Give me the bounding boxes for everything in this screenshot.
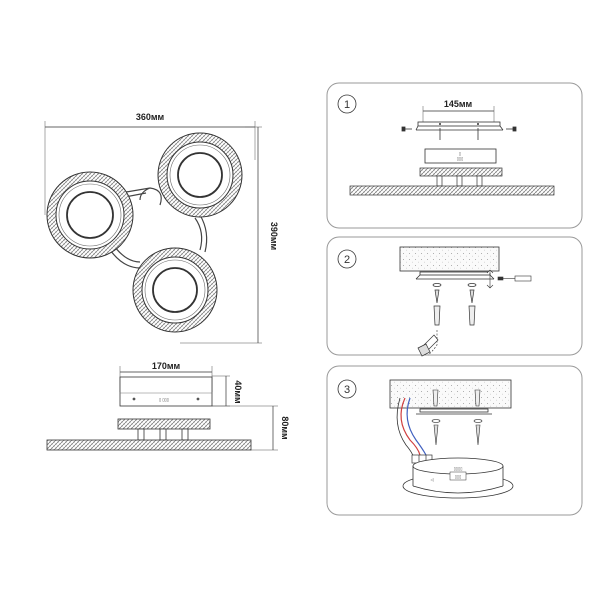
support-rods (137, 428, 189, 441)
step-number-1: 1 (344, 99, 350, 111)
step-number-3: 3 (344, 384, 350, 396)
lamp-base-disc: ▯▯▯ ◁ ▯▯▯▯ (402, 457, 514, 499)
height-label: 390мм (269, 222, 279, 251)
base-height-label: 40мм (233, 380, 243, 404)
step-badge-2 (337, 249, 357, 269)
step1-dim-label: 145мм (444, 99, 473, 109)
svg-text:▯: ▯ (459, 151, 461, 156)
screw-and-dowel-icon (432, 283, 477, 326)
step-panel-3: 3 (326, 365, 583, 516)
lamp-ring-bottom (132, 247, 218, 333)
screw-icon (401, 126, 517, 132)
wires (396, 397, 427, 459)
lamp-ring-left (46, 171, 134, 259)
side-view: 170мм 40мм 80мм ▯ ▯▯▯ (46, 361, 290, 451)
step-panel-2: 2 (326, 236, 583, 357)
width-dimension: 360мм (44, 112, 256, 215)
step1-lower-ring (349, 185, 555, 196)
ceiling-block (389, 379, 512, 409)
width-label: 360мм (136, 112, 165, 122)
svg-text:▯▯▯▯: ▯▯▯▯ (454, 466, 463, 471)
svg-text:▯ ▯▯▯: ▯ ▯▯▯ (159, 397, 169, 402)
step-panel-1: 1 145мм ▯ ▯▯▯ (326, 82, 583, 229)
step-badge-1 (337, 94, 357, 114)
base-width-label: 170мм (152, 361, 181, 371)
canopy-base: ▯ ▯▯▯ (119, 376, 213, 407)
lower-ring-side (46, 439, 252, 451)
lamp-ring-top (157, 132, 243, 218)
mounting-bar (415, 271, 495, 280)
step1-upper-ring (419, 167, 503, 177)
svg-text:▯▯▯: ▯▯▯ (457, 156, 464, 161)
base-height-dimension: 40мм (212, 375, 243, 407)
ceiling-block (399, 246, 500, 272)
drill-guide-line (427, 330, 438, 356)
height-dimension: 390мм (180, 126, 279, 344)
canopy: ▯ ▯▯▯ (424, 148, 497, 164)
drill-icon (417, 334, 439, 357)
mounting-bar (415, 121, 504, 140)
upper-ring-side (117, 418, 211, 430)
mounting-bar (416, 408, 492, 415)
svg-text:▯▯▯: ▯▯▯ (455, 474, 462, 479)
dowel-icon (432, 389, 481, 407)
screwdriver-icon (486, 269, 532, 289)
screw-icon (431, 419, 483, 446)
top-view: 360мм 390мм (44, 112, 279, 344)
total-height-dimension: 80мм (212, 405, 290, 451)
svg-text:◁: ◁ (430, 477, 434, 482)
step-badge-3 (337, 379, 357, 399)
step-number-2: 2 (344, 254, 350, 266)
total-height-label: 80мм (280, 416, 290, 440)
